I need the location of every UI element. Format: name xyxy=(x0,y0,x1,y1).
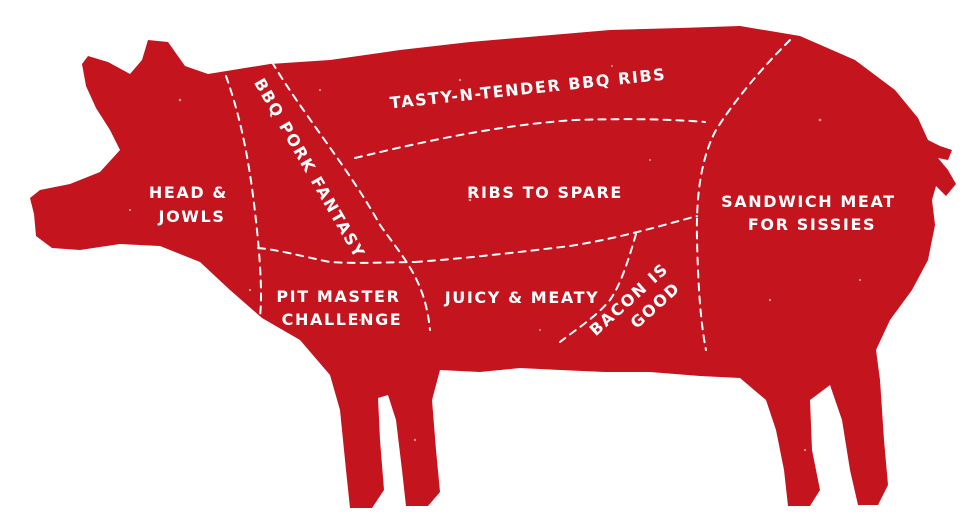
cut-label-juicy: JUICY & MEATY xyxy=(444,288,600,307)
cut-label-ribs-to-spare: RIBS TO SPARE xyxy=(467,183,623,202)
